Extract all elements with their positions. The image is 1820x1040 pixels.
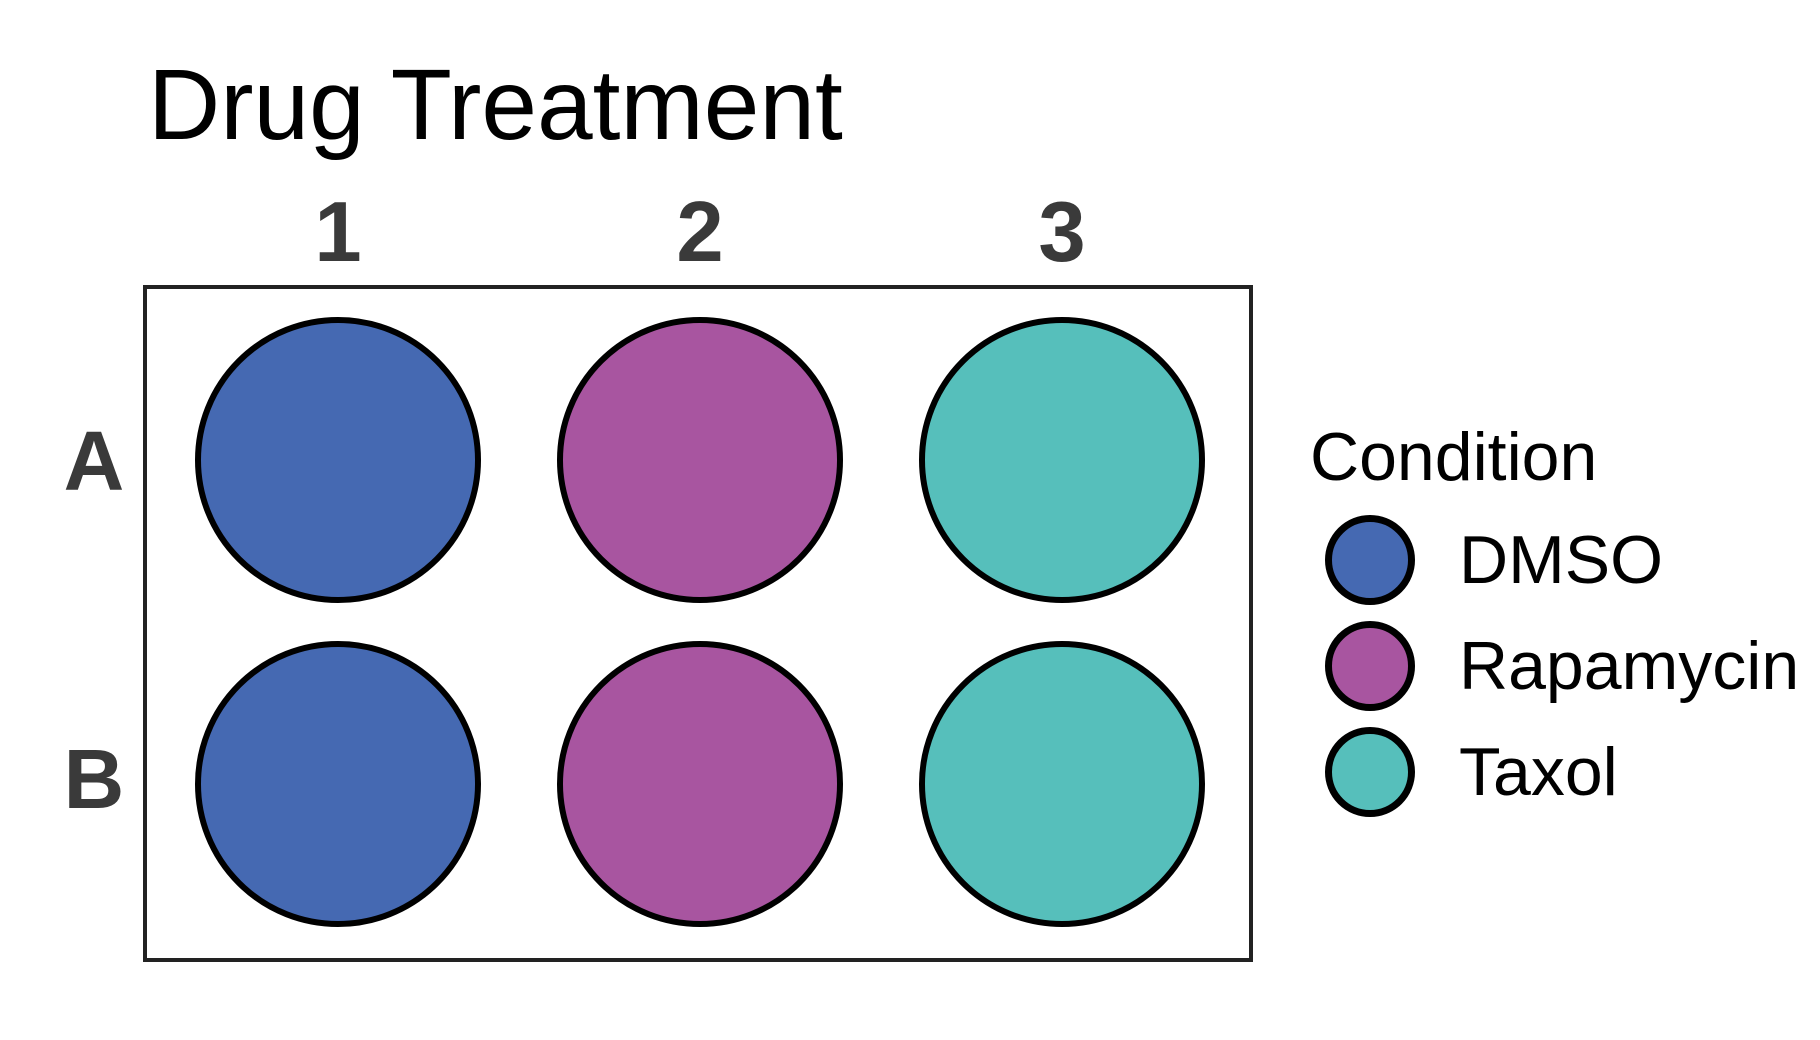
legend-label-rapamycin: Rapamycin xyxy=(1459,628,1800,704)
well-B1 xyxy=(195,641,481,927)
legend-item-taxol: Taxol xyxy=(1325,727,1618,817)
column-label-1: 1 xyxy=(314,185,362,280)
well-A1 xyxy=(195,317,481,603)
figure-title: Drug Treatment xyxy=(148,49,843,161)
legend-item-rapamycin: Rapamycin xyxy=(1325,621,1799,711)
well-A2 xyxy=(557,317,843,603)
row-label-A: A xyxy=(63,414,125,508)
legend-label-dmso: DMSO xyxy=(1459,522,1663,598)
column-label-2: 2 xyxy=(676,185,724,280)
legend-swatch-taxol-icon xyxy=(1325,727,1415,817)
legend-swatch-dmso-icon xyxy=(1325,515,1415,605)
column-label-3: 3 xyxy=(1038,185,1086,280)
legend-item-dmso: DMSO xyxy=(1325,515,1663,605)
well-A3 xyxy=(919,317,1205,603)
legend-label-taxol: Taxol xyxy=(1459,734,1618,810)
legend-swatch-rapamycin-icon xyxy=(1325,621,1415,711)
well-B2 xyxy=(557,641,843,927)
legend-title: Condition xyxy=(1310,419,1598,495)
well-B3 xyxy=(919,641,1205,927)
row-label-B: B xyxy=(63,732,125,826)
